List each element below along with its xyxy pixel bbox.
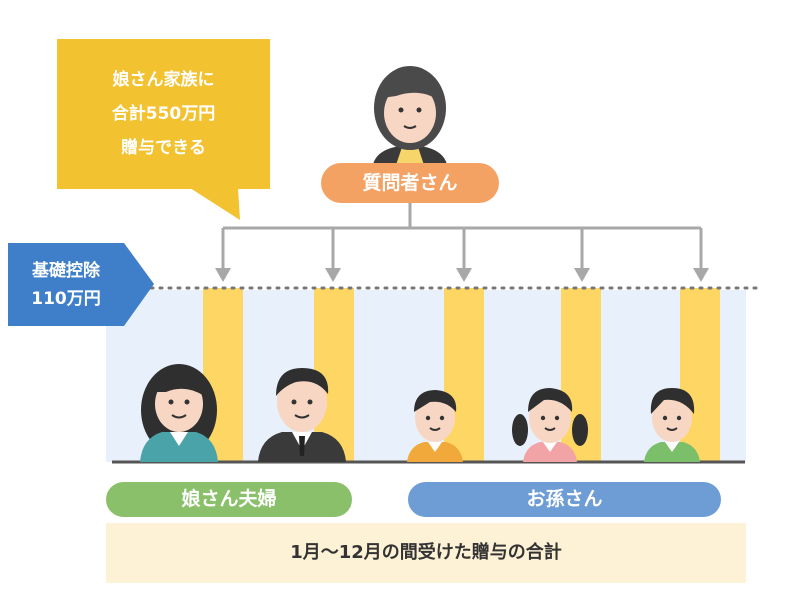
gift-bar-grandchild-1: [444, 288, 484, 461]
bubble-line-3: 贈与できる: [121, 138, 206, 158]
connector-lines: [221, 203, 703, 270]
basic-deduction-label: 基礎控除 110万円: [8, 243, 124, 326]
deduction-box-arrow: [124, 243, 154, 326]
grandchildren-label: お孫さん: [408, 482, 721, 517]
deduction-line-1: 基礎控除: [32, 261, 100, 281]
deduction-line-2: 110万円: [31, 289, 101, 309]
grandchild-1-figure: [407, 390, 463, 462]
speech-bubble: 娘さん家族に 合計550万円 贈与できる: [57, 39, 270, 189]
daughter-couple-label: 娘さん夫婦: [106, 482, 352, 517]
daughter-figure: [140, 364, 218, 462]
grandchild-3-figure: [644, 388, 700, 462]
annual-gift-total-caption: 1月〜12月の間受けた贈与の合計: [106, 523, 746, 583]
bubble-line-2: 合計550万円: [111, 104, 216, 124]
arrow-heads: [215, 268, 709, 282]
bubble-line-1: 娘さん家族に: [112, 70, 215, 90]
son-in-law-figure: [258, 368, 346, 462]
questioner-figure: [372, 66, 448, 172]
bubble-tail: [190, 188, 240, 220]
grandchild-2-figure: [512, 388, 588, 462]
questioner-label: 質問者さん: [321, 163, 499, 203]
